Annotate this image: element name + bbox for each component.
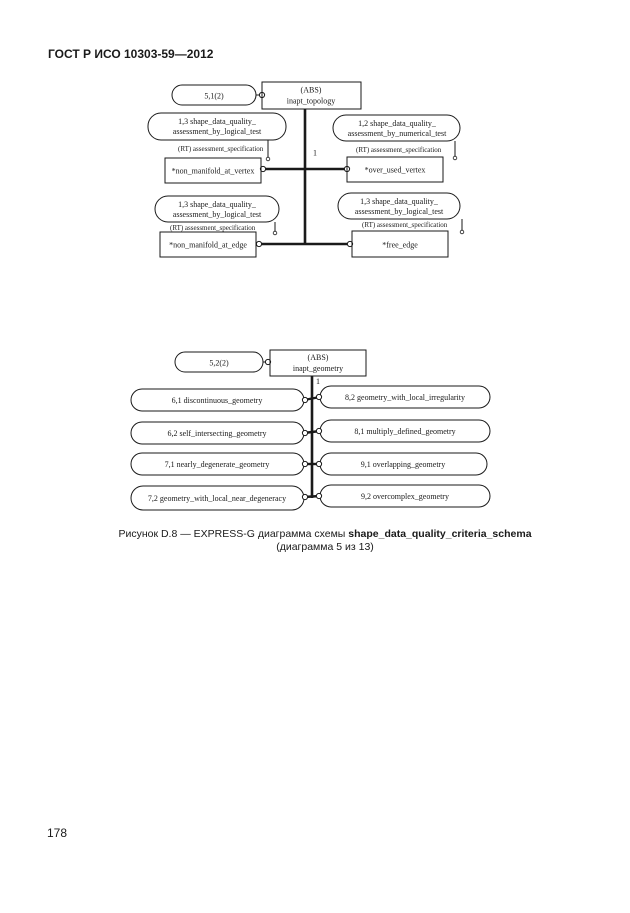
subtype-label-6-1: 6,1 discontinuous_geometry bbox=[172, 396, 263, 405]
subtype-label-8-1: 8,1 multiply_defined_geometry bbox=[354, 427, 455, 436]
left-bottom-ref-line1: 1,3 shape_data_quality_ bbox=[178, 200, 257, 209]
abs-label: (ABS) bbox=[301, 86, 322, 95]
diagram-inapt-topology bbox=[147, 81, 465, 258]
ref-label-5-2: 5,2(2) bbox=[209, 359, 229, 368]
right-top-ref-line2: assessment_by_numerical_test bbox=[348, 129, 447, 138]
right-top-attr: (RT) assessment_specification bbox=[356, 146, 442, 154]
subtype-label-7-2: 7,2 geometry_with_local_near_degeneracy bbox=[148, 494, 286, 503]
entity-box-non-manifold-at-edge bbox=[159, 231, 257, 258]
left-bottom-ref-line2: assessment_by_logical_test bbox=[173, 210, 262, 219]
right-top-ref-line1: 1,2 shape_data_quality_ bbox=[358, 119, 437, 128]
subtype-label-9-1: 9,1 overlapping_geometry bbox=[361, 460, 445, 469]
figure-caption: Рисунок D.8 — EXPRESS-G диаграмма схемы … bbox=[70, 528, 580, 554]
entity-box-non-manifold-at-vertex bbox=[164, 157, 262, 184]
ref-oval-left-top bbox=[147, 112, 287, 141]
right-bottom-ref-line1: 1,3 shape_data_quality_ bbox=[360, 197, 439, 206]
left-bottom-attr: (RT) assessment_specification bbox=[170, 224, 256, 232]
left-top-ref-line2: assessment_by_logical_test bbox=[173, 127, 262, 136]
subtype-label-7-1: 7,1 nearly_degenerate_geometry bbox=[165, 460, 270, 469]
caption-line2: (диаграмма 5 из 13) bbox=[276, 541, 374, 553]
ref-label-5-1: 5,1(2) bbox=[204, 92, 224, 101]
subtype-label-8-2: 8,2 geometry_with_local_irregularity bbox=[345, 393, 465, 402]
right-bottom-ref-line2: assessment_by_logical_test bbox=[355, 207, 444, 216]
caption-prefix: Рисунок D.8 — EXPRESS-G диаграмма схемы bbox=[118, 528, 349, 540]
abs-box-inapt-geometry bbox=[269, 349, 367, 377]
ref-oval-left-bottom bbox=[154, 195, 280, 223]
entity-box-over-used-vertex bbox=[346, 156, 444, 183]
page-number: 178 bbox=[47, 826, 68, 840]
left-top-ref-line1: 1,3 shape_data_quality_ bbox=[178, 117, 257, 126]
ref-oval-right-bottom bbox=[337, 192, 461, 220]
abs-entity-name: inapt_topology bbox=[287, 97, 335, 106]
cardinality-label: 1 bbox=[313, 149, 317, 158]
document-header: ГОСТ Р ИСО 10303-59—2012 bbox=[48, 47, 214, 61]
diagram-inapt-geometry-labels: 5,2(2) (ABS) inapt_geometry 1 6,1 discon… bbox=[148, 353, 465, 503]
entity-box-free-edge bbox=[351, 230, 449, 258]
subtype-label-6-2: 6,2 self_intersecting_geometry bbox=[167, 429, 266, 438]
cardinality-label-geometry: 1 bbox=[316, 377, 320, 386]
abs-box-inapt-topology bbox=[261, 81, 362, 110]
subtype-label-9-2: 9,2 overcomplex_geometry bbox=[361, 492, 449, 501]
diagram-inapt-geometry bbox=[130, 349, 491, 511]
right-bottom-entity: *free_edge bbox=[382, 241, 418, 250]
right-top-entity: *over_used_vertex bbox=[365, 166, 426, 175]
right-bottom-attr: (RT) assessment_specification bbox=[362, 221, 448, 229]
left-bottom-entity: *non_manifold_at_edge bbox=[169, 241, 247, 250]
abs-entity-name-geometry: inapt_geometry bbox=[293, 364, 343, 373]
diagram-inapt-topology-labels: 5,1(2) (ABS) inapt_topology 1 1,3 shape_… bbox=[169, 86, 448, 250]
ref-oval-right-top bbox=[332, 114, 461, 142]
caption-schema-name: shape_data_quality_criteria_schema bbox=[348, 528, 532, 540]
left-top-entity: *non_manifold_at_vertex bbox=[172, 167, 255, 176]
left-top-attr: (RT) assessment_specification bbox=[178, 145, 264, 153]
abs-label-geometry: (ABS) bbox=[308, 353, 329, 362]
